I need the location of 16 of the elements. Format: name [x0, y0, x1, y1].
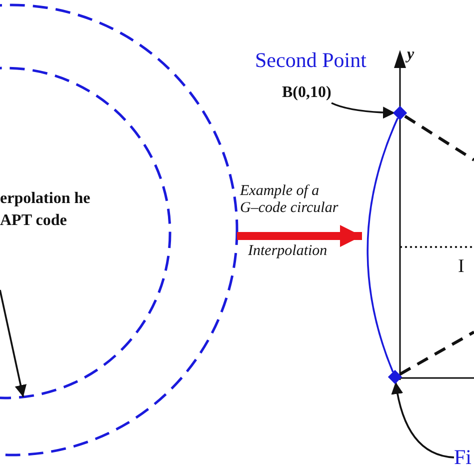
text-label: Second Point: [255, 48, 366, 72]
arrow: [392, 382, 454, 458]
text-label: erpolation he APT code: [0, 189, 92, 231]
point-label: Fi: [454, 446, 472, 470]
dashed-line: [399, 330, 474, 376]
point-label: B(0,10): [282, 84, 332, 102]
dashed-line: [404, 114, 474, 162]
arc-line: [366, 118, 399, 372]
arrow: [236, 225, 362, 247]
text-label: Interpolation: [248, 243, 328, 260]
arrow: [331, 102, 396, 119]
text-label: I: [458, 256, 464, 278]
point-marker: [392, 106, 408, 120]
arrow: [0, 290, 27, 398]
edge-label: Example of a G–code circular: [240, 183, 340, 218]
axis-label: y: [407, 46, 414, 64]
